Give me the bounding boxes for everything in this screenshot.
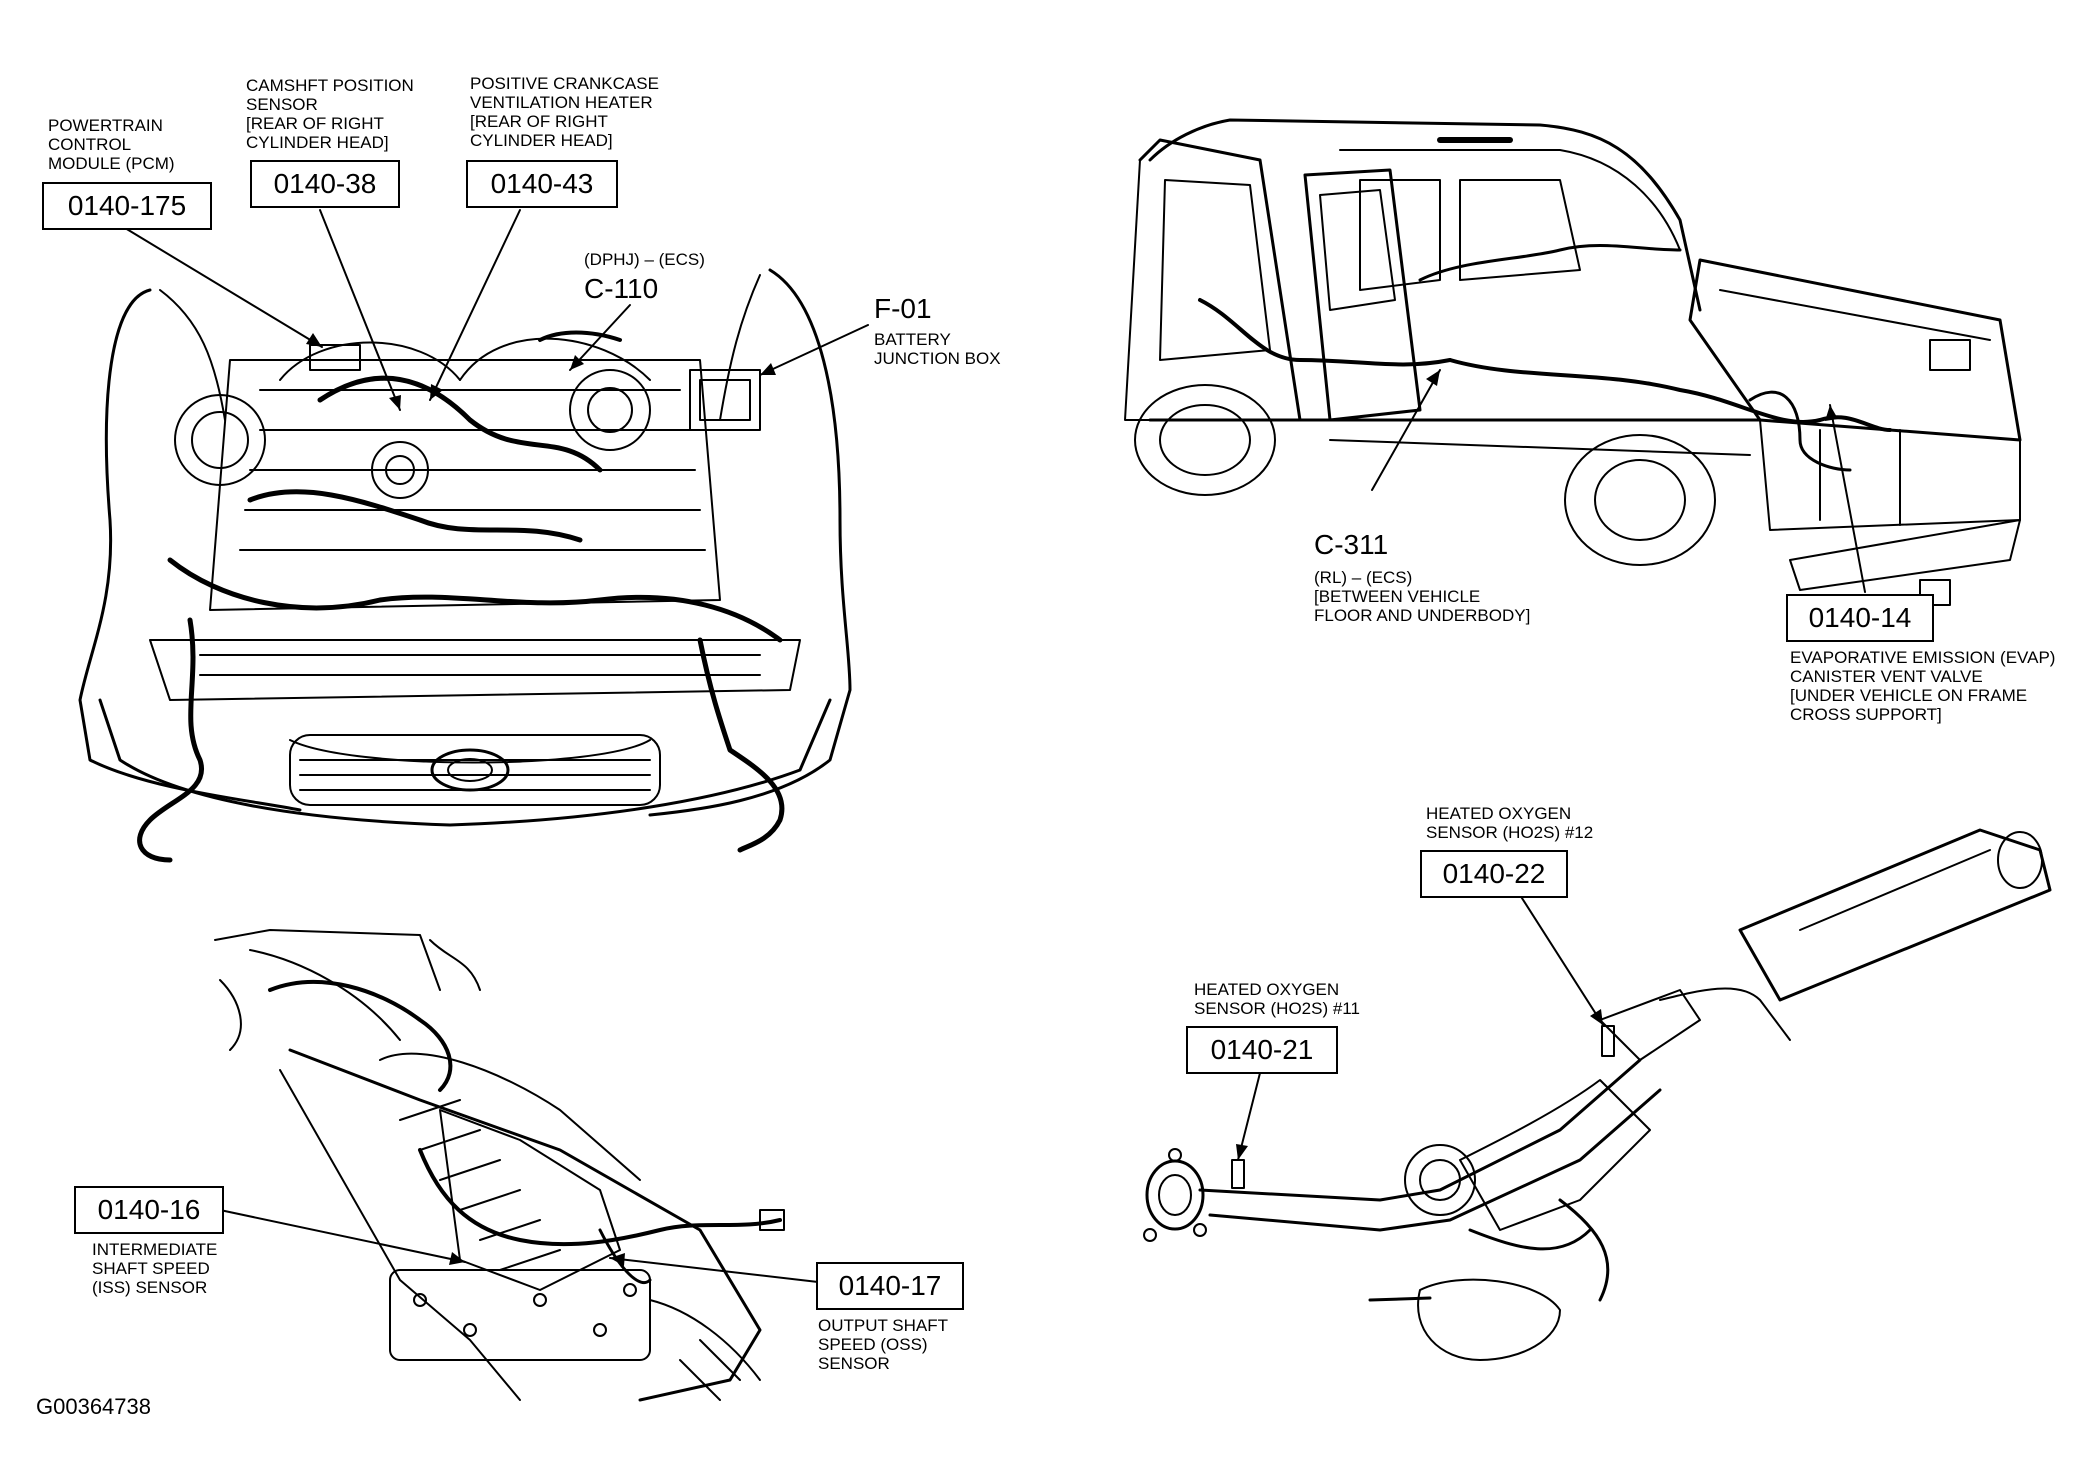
leader-lines: [119, 209, 1866, 1283]
c110-connector-label: C-110: [584, 273, 659, 304]
c311-connector-label: C-311: [1314, 529, 1389, 560]
pickup-truck-drawing: [1124, 118, 2022, 606]
leader-oss: [609, 1257, 819, 1283]
pcv-callout-box: 0140-43: [466, 160, 618, 208]
ho2s11-callout-box: 0140-21: [1186, 1026, 1338, 1074]
ho2s12-description: HEATED OXYGEN SENSOR (HO2S) #12: [1426, 804, 1594, 842]
oss-description: OUTPUT SHAFT SPEED (OSS) SENSOR: [818, 1316, 949, 1373]
evap-description: EVAPORATIVE EMISSION (EVAP) CANISTER VEN…: [1790, 648, 2056, 724]
leader-evap: [1829, 404, 1866, 593]
f01-label: F-01: [874, 293, 932, 324]
ho2s12-callout-box: 0140-22: [1420, 850, 1568, 898]
pcm-callout-box: 0140-175: [42, 182, 212, 230]
oss-callout-box: 0140-17: [816, 1262, 964, 1310]
exhaust-drawing: [1143, 828, 2052, 1361]
f01-note: BATTERY JUNCTION BOX: [874, 330, 1001, 368]
cmp-description: CAMSHFT POSITION SENSOR [REAR OF RIGHT C…: [246, 76, 414, 152]
ho2s11-description: HEATED OXYGEN SENSOR (HO2S) #11: [1194, 980, 1360, 1018]
leader-c311: [1371, 369, 1441, 491]
iss-callout-box: 0140-16: [74, 1186, 224, 1234]
leader-cmp: [319, 209, 401, 411]
c311-note: (RL) – (ECS) [BETWEEN VEHICLE FLOOR AND …: [1314, 568, 1531, 625]
engine-bay-drawing: [78, 268, 852, 863]
pcm-description: POWERTRAIN CONTROL MODULE (PCM): [48, 116, 175, 173]
pcv-description: POSITIVE CRANKCASE VENTILATION HEATER [R…: [470, 74, 659, 150]
leader-iss: [219, 1209, 466, 1263]
leader-pcv: [429, 209, 521, 401]
c110-note: (DPHJ) – (ECS): [584, 250, 705, 269]
leader-ho2s12: [1519, 894, 1604, 1026]
iss-description: INTERMEDIATE SHAFT SPEED (ISS) SENSOR: [92, 1240, 218, 1297]
leader-pcm: [119, 224, 323, 348]
transmission-drawing: [214, 929, 785, 1402]
leader-c110: [569, 304, 631, 371]
leader-f01: [759, 324, 869, 376]
figure-id: G00364738: [36, 1394, 151, 1419]
evap-callout-box: 0140-14: [1786, 594, 1934, 642]
cmp-callout-box: 0140-38: [250, 160, 400, 208]
